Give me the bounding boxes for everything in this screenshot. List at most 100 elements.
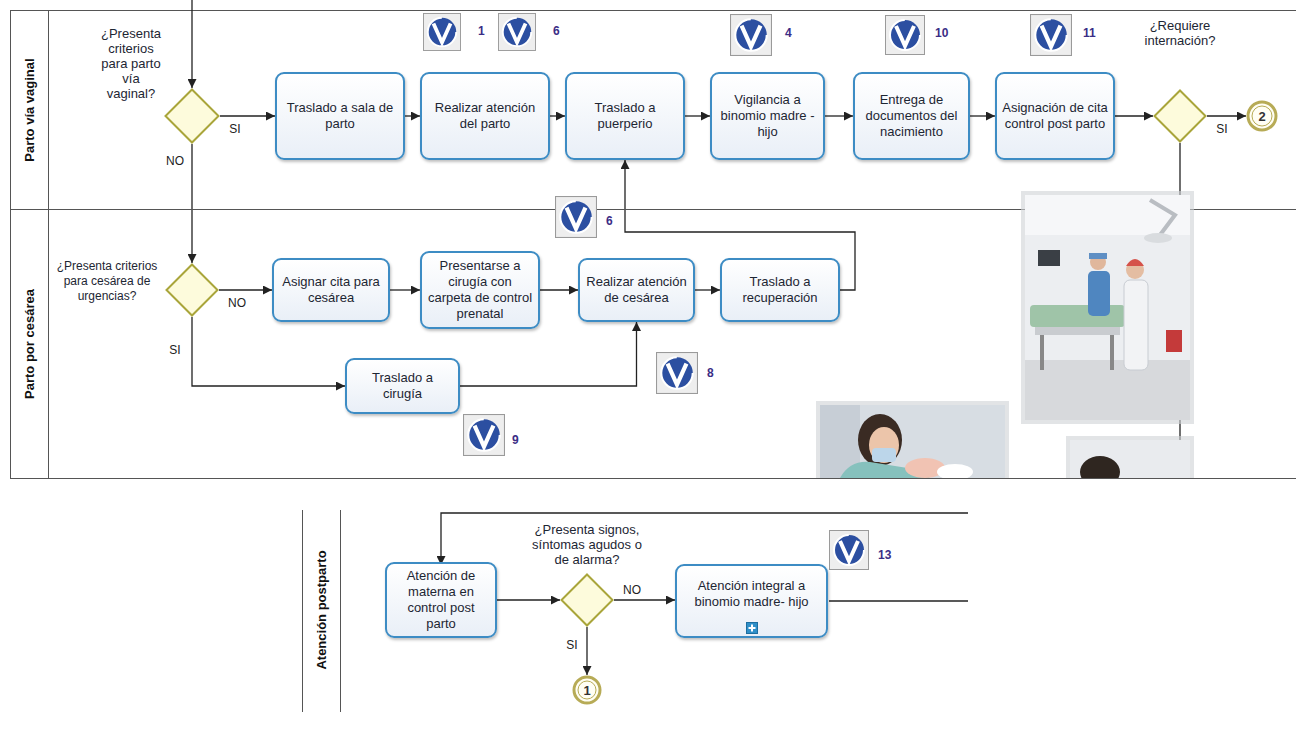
process-box: Presentarse a cirugía con carpeta de con… bbox=[420, 251, 540, 329]
callout-number: 13 bbox=[878, 548, 891, 562]
callout-number: 6 bbox=[553, 24, 560, 38]
decision-question: ¿Requiere internación? bbox=[1135, 18, 1225, 48]
callout-number: 6 bbox=[606, 214, 613, 228]
process-box: Vigilancia a binomio madre -hijo bbox=[710, 72, 825, 160]
flow-connector bbox=[497, 599, 560, 600]
process-box: Atención integral a binomio madre- hijo bbox=[675, 564, 828, 638]
flow-connector bbox=[586, 627, 587, 675]
flow-connector bbox=[685, 115, 710, 116]
flow-line bbox=[191, 0, 192, 88]
callout-number: 1 bbox=[478, 24, 485, 38]
photo-delivery-room bbox=[1110, 335, 1114, 370]
process-box: Entrega de documentos del nacimiento bbox=[853, 72, 970, 160]
photo-delivery-room bbox=[1150, 200, 1175, 235]
callout-number: 4 bbox=[785, 26, 792, 40]
process-box: Asignación de cita control post parto bbox=[995, 72, 1115, 160]
lane-title: Parto por cesárea bbox=[22, 289, 37, 399]
branch-label: NO bbox=[164, 154, 186, 168]
swimlane-lines bbox=[10, 10, 11, 478]
decision-diamond: ¿Presenta criterios para parto vía vagin… bbox=[164, 88, 220, 144]
photo-delivery-room bbox=[1088, 271, 1110, 316]
connector-circle: 2 bbox=[1246, 100, 1278, 132]
callout-number: 10 bbox=[935, 26, 948, 40]
photo-delivery-room bbox=[1144, 233, 1172, 243]
photo-delivery-room bbox=[1040, 335, 1044, 370]
swimlane-lines bbox=[10, 478, 1296, 479]
flow-connector bbox=[191, 144, 192, 263]
lane-title: Atención postparto bbox=[314, 550, 329, 669]
diamond-shape bbox=[560, 573, 614, 627]
connector-number: 2 bbox=[1246, 100, 1278, 132]
process-label: Entrega de documentos del nacimiento bbox=[860, 92, 963, 140]
flow-connector bbox=[1207, 115, 1246, 116]
diamond-shape bbox=[164, 88, 220, 144]
swimlane: Parto vía vaginal¿Presenta criterios par… bbox=[10, 10, 1296, 209]
process-box: Traslado a recuperación bbox=[720, 258, 840, 322]
photo-delivery-room bbox=[1090, 254, 1106, 270]
swimlane-lines bbox=[302, 510, 303, 712]
process-box: Traslado a cirugía bbox=[345, 358, 460, 414]
branch-label: NO bbox=[621, 583, 643, 597]
subprocess-marker bbox=[746, 623, 757, 634]
diamond-shape bbox=[167, 265, 218, 316]
flow-line bbox=[441, 513, 968, 565]
flow-connector bbox=[219, 289, 272, 290]
photo-delivery-room bbox=[1126, 259, 1144, 266]
subprocess-marker bbox=[748, 625, 755, 632]
process-label: Traslado a sala de parto bbox=[282, 100, 398, 132]
process-label: Asignación de cita control post parto bbox=[1002, 100, 1108, 132]
flow-connector bbox=[970, 115, 995, 116]
process-label: Realizar atención de cesárea bbox=[585, 274, 688, 306]
process-box: Traslado a puerperio bbox=[565, 72, 685, 160]
subprocess-marker bbox=[746, 622, 758, 634]
photo-mother-baby bbox=[858, 414, 902, 466]
logo-icon bbox=[657, 353, 698, 394]
photo-delivery-room bbox=[1089, 253, 1107, 259]
flow-connector bbox=[1115, 115, 1153, 116]
swimlane-lines bbox=[10, 10, 1296, 11]
swimlane-lines bbox=[340, 510, 341, 712]
process-box: Atención de materna en control post part… bbox=[385, 562, 497, 638]
diamond-shape bbox=[562, 575, 613, 626]
logo-icon bbox=[556, 197, 597, 238]
branch-label: SI bbox=[1214, 122, 1229, 136]
process-box: Realizar atención de cesárea bbox=[578, 258, 695, 322]
process-label: Atención de materna en control post part… bbox=[392, 568, 490, 632]
branch-label: SI bbox=[227, 122, 242, 136]
photo-delivery-room bbox=[1166, 330, 1182, 352]
swimlane-lines bbox=[10, 10, 1296, 712]
connector-number: 1 bbox=[572, 675, 602, 705]
flow-connector bbox=[460, 322, 637, 386]
logo-icon bbox=[886, 16, 925, 55]
decision-diamond: ¿Presenta criterios para cesárea de urge… bbox=[165, 263, 219, 317]
flow-connector bbox=[825, 115, 853, 116]
callout-number: 9 bbox=[512, 433, 519, 447]
process-label: Asignar cita para cesárea bbox=[279, 274, 383, 306]
process-label: Presentarse a cirugía con carpeta de con… bbox=[427, 258, 533, 322]
photo-mother-baby bbox=[872, 448, 896, 462]
logo-icon bbox=[1031, 15, 1072, 56]
process-label: Traslado a puerperio bbox=[572, 100, 678, 132]
logo-icon bbox=[498, 13, 535, 50]
flow-connector bbox=[405, 115, 420, 116]
flow-connector bbox=[550, 115, 565, 116]
swimlane: Parto por cesárea ¿Presenta criterios par… bbox=[10, 209, 1296, 478]
diamond-shape bbox=[1155, 91, 1206, 142]
photo-delivery-room bbox=[1025, 195, 1190, 420]
flow-connector bbox=[614, 599, 675, 600]
photo-delivery-room bbox=[1021, 191, 1194, 424]
photo-delivery-room bbox=[1030, 305, 1125, 327]
flow-connector bbox=[695, 289, 720, 290]
flow-line bbox=[829, 600, 968, 601]
decision-question: ¿Presenta signos, síntomas agudos o de a… bbox=[525, 522, 649, 567]
process-box: Traslado a sala de parto bbox=[275, 72, 405, 160]
process-label: Vigilancia a binomio madre -hijo bbox=[717, 92, 818, 140]
flow-connector bbox=[540, 289, 578, 290]
photo-delivery-room bbox=[1021, 191, 1194, 424]
process-label: Realizar atención del parto bbox=[427, 100, 543, 132]
flow-connector bbox=[390, 289, 420, 290]
decision-question: ¿Presenta criterios para cesárea de urge… bbox=[52, 259, 162, 304]
photo-mother-baby bbox=[869, 427, 899, 463]
photo-delivery-room bbox=[1035, 327, 1120, 335]
